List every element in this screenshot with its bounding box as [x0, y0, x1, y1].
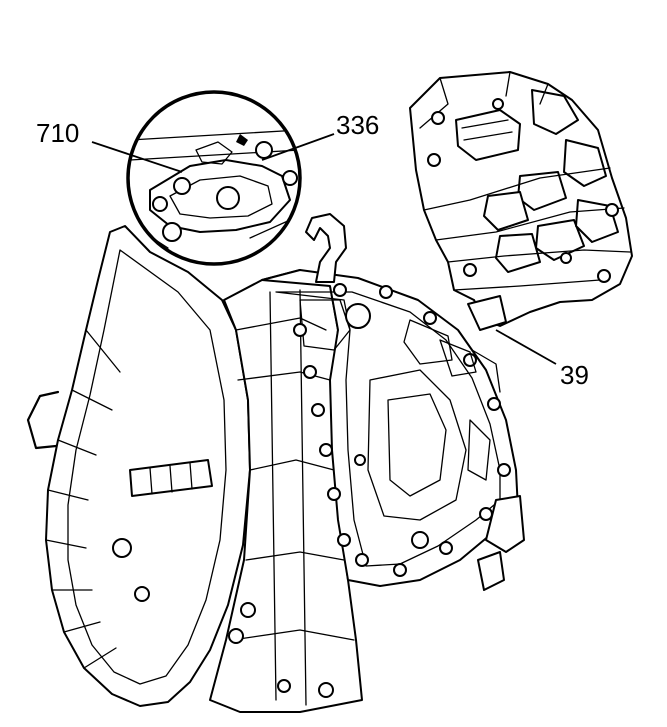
leader-lines — [91, 133, 557, 365]
transmission-case — [26, 225, 363, 713]
control-valve-body-assembly — [409, 71, 633, 331]
callout-710: 710 — [36, 118, 79, 148]
detail-magnifier — [126, 90, 302, 266]
callout-336: 336 — [336, 110, 379, 140]
removal-direction-arrow — [305, 213, 347, 283]
callout-39: 39 — [560, 360, 589, 390]
leader-line-336 — [261, 133, 335, 161]
gasket-bolt-holes — [293, 283, 511, 577]
case-bolt-bosses — [112, 538, 334, 698]
leader-line-39 — [495, 329, 557, 365]
leader-line-710 — [91, 141, 183, 173]
valve-body-mounting-face — [261, 269, 525, 591]
